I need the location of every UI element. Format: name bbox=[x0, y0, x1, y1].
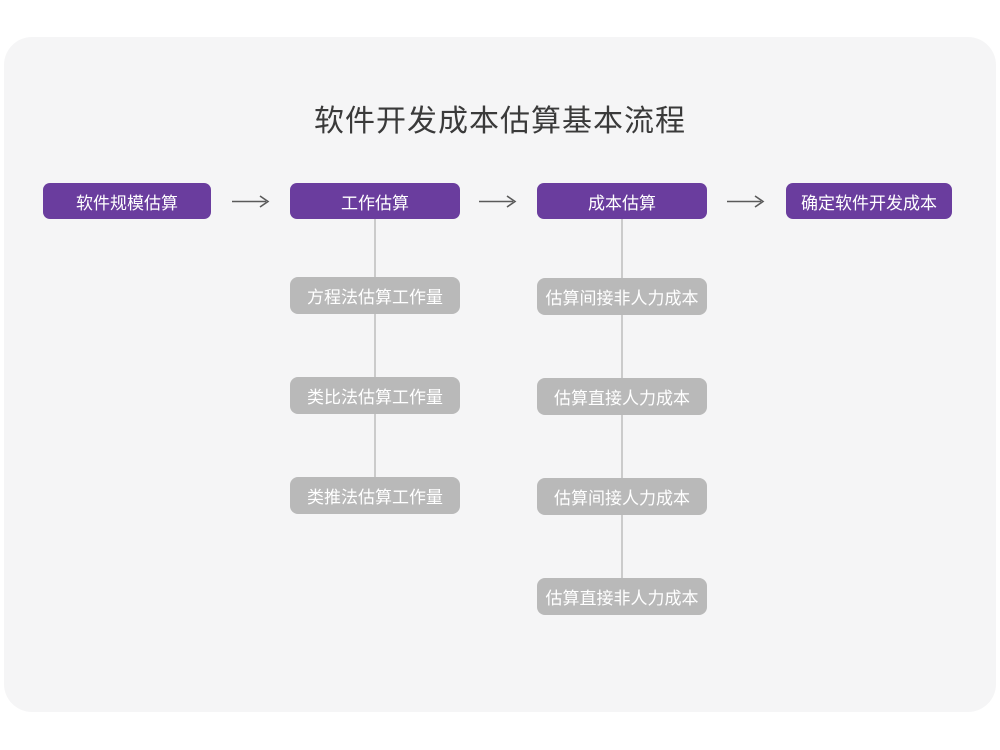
flow-node-cost-estimation: 成本估算 bbox=[537, 183, 707, 219]
sub-node-equation-method-workload: 方程法估算工作量 bbox=[290, 277, 460, 314]
arrow-right-icon bbox=[479, 195, 517, 208]
sub-node-direct-labor-cost: 估算直接人力成本 bbox=[537, 378, 707, 415]
connector-line-work-estimation bbox=[374, 219, 376, 479]
arrow-right-icon bbox=[232, 195, 270, 208]
sub-node-indirect-labor-cost: 估算间接人力成本 bbox=[537, 478, 707, 515]
diagram-card bbox=[4, 37, 996, 712]
sub-node-extrapolation-method-workload: 类推法估算工作量 bbox=[290, 477, 460, 514]
sub-node-analogy-method-workload: 类比法估算工作量 bbox=[290, 377, 460, 414]
flow-node-determine-software-dev-cost: 确定软件开发成本 bbox=[786, 183, 952, 219]
diagram-title: 软件开发成本估算基本流程 bbox=[314, 105, 686, 138]
flow-node-work-estimation: 工作估算 bbox=[290, 183, 460, 219]
arrow-right-icon bbox=[727, 195, 765, 208]
flow-node-software-size-estimation: 软件规模估算 bbox=[43, 183, 211, 219]
sub-node-indirect-nonlabor-cost: 估算间接非人力成本 bbox=[537, 278, 707, 315]
sub-node-direct-nonlabor-cost: 估算直接非人力成本 bbox=[537, 578, 707, 615]
